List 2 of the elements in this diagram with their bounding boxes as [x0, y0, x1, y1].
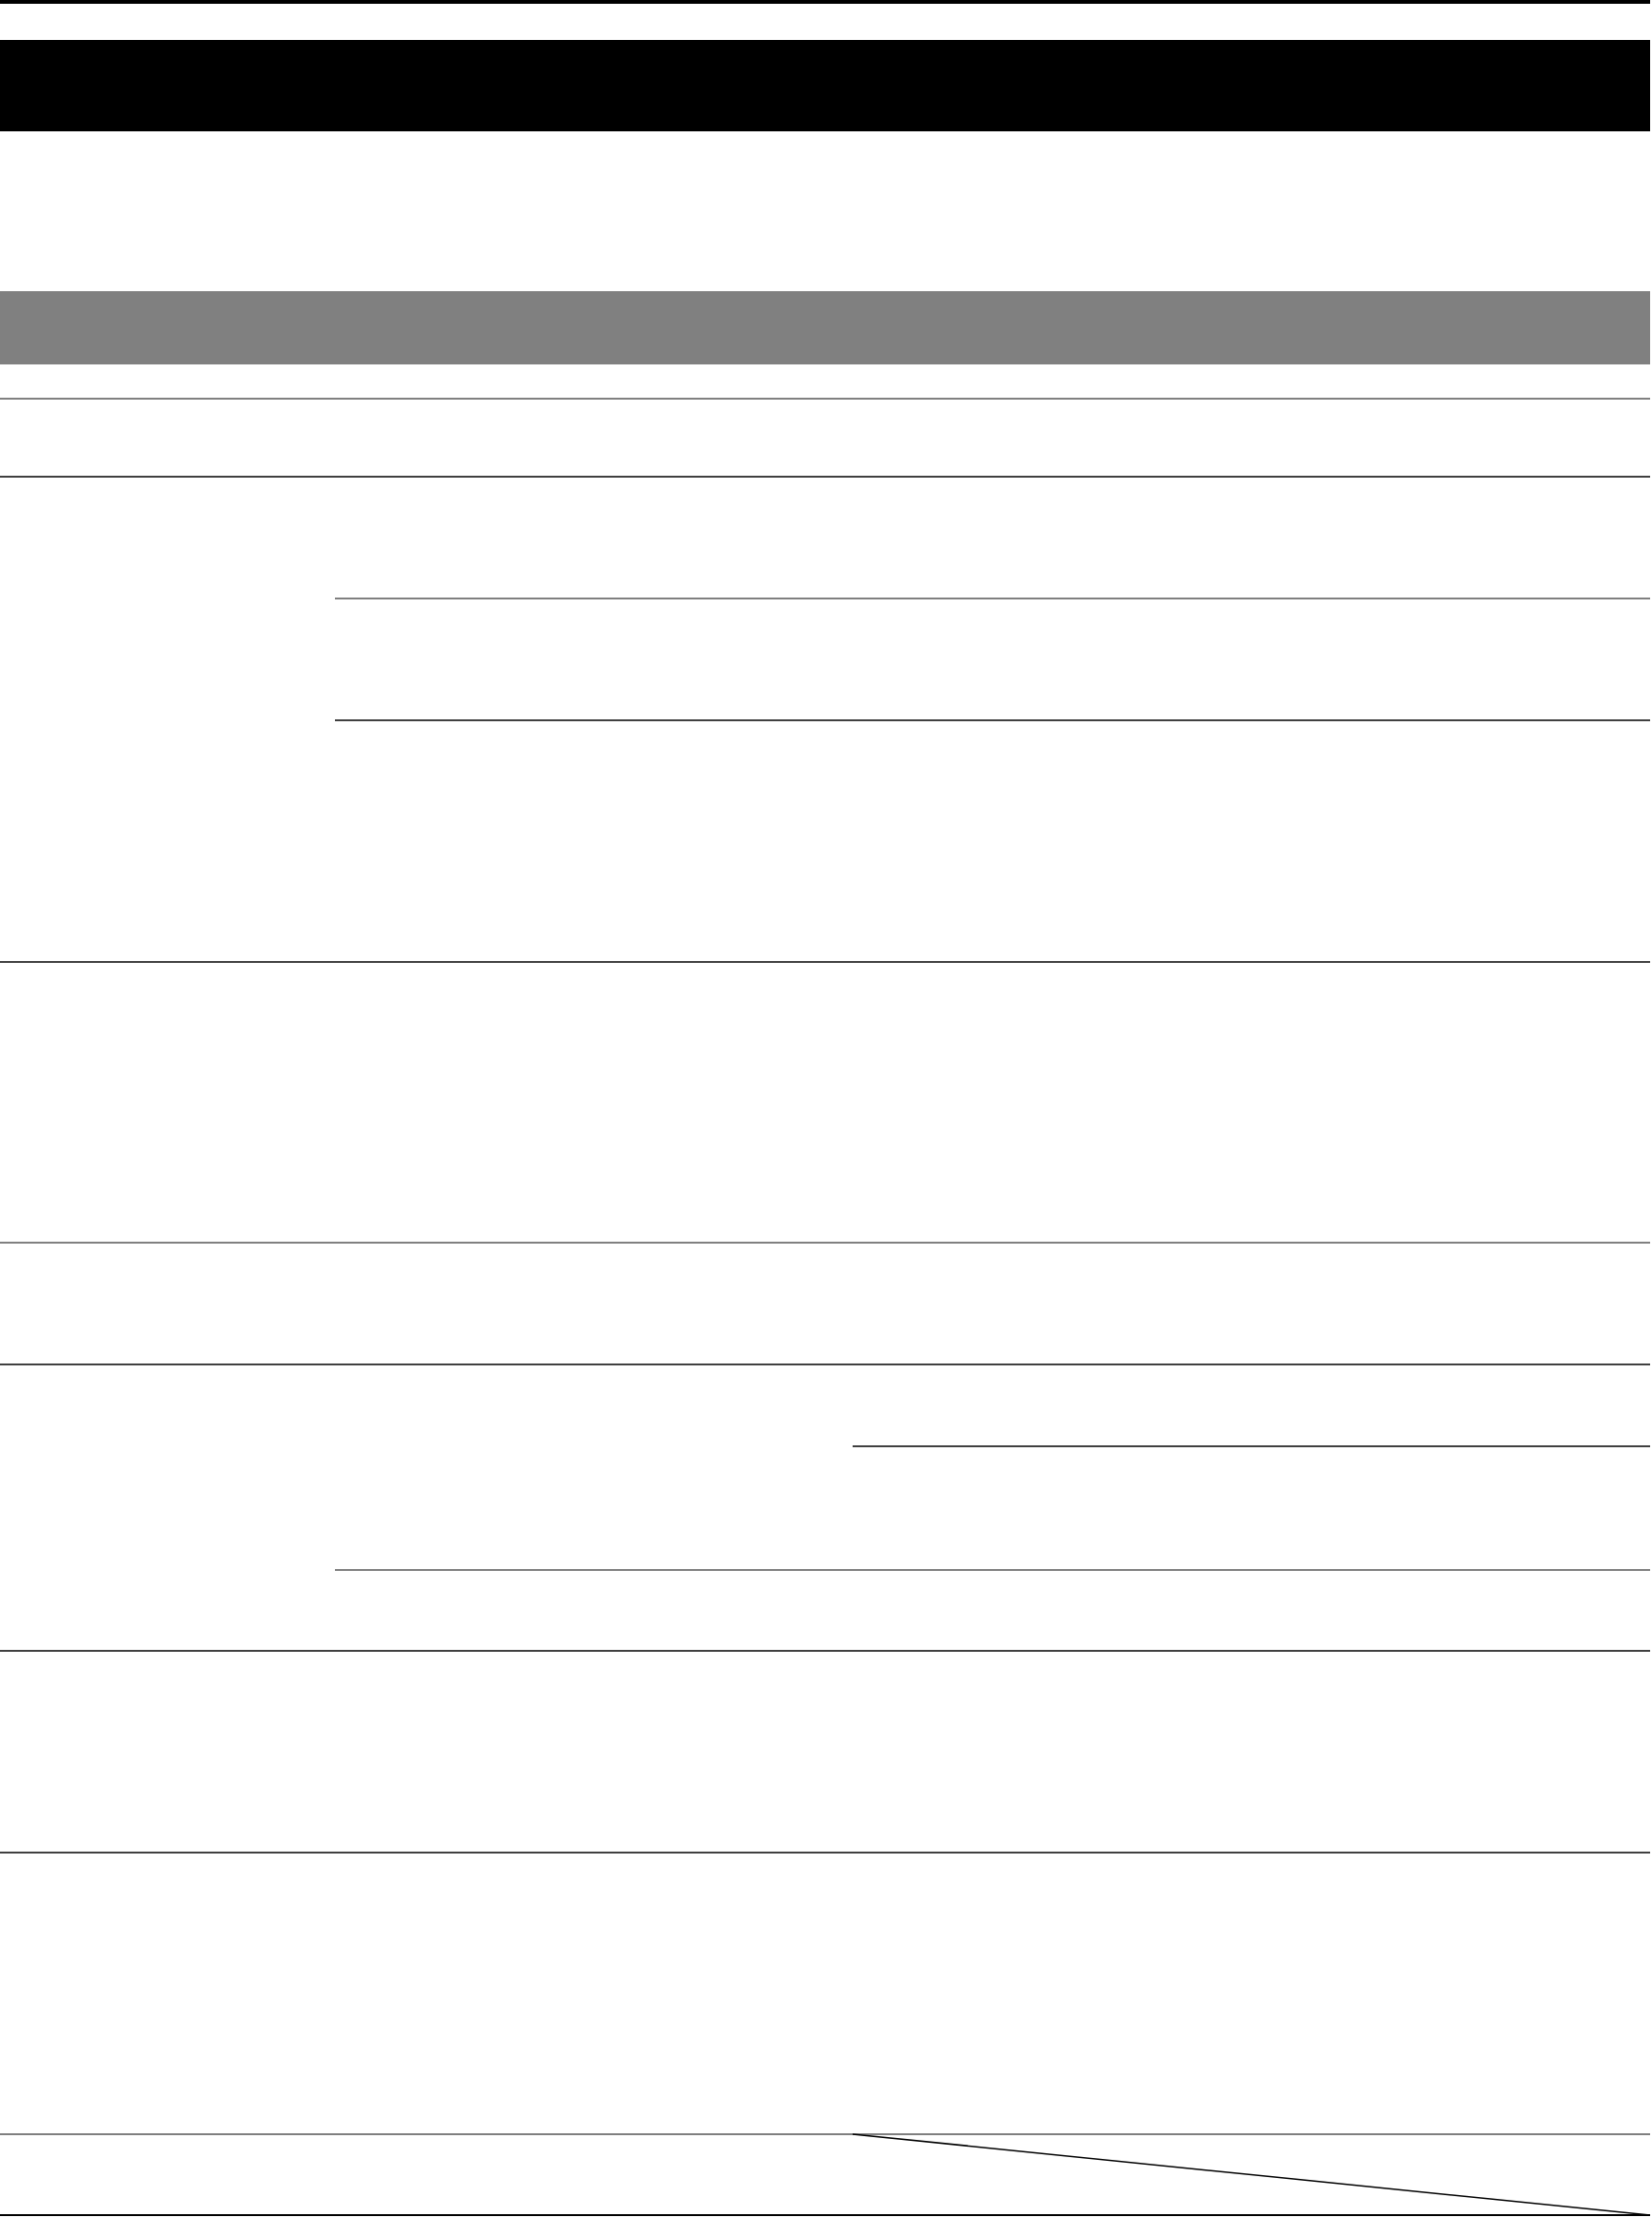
header-band	[0, 40, 1650, 131]
header-band	[0, 291, 1650, 364]
